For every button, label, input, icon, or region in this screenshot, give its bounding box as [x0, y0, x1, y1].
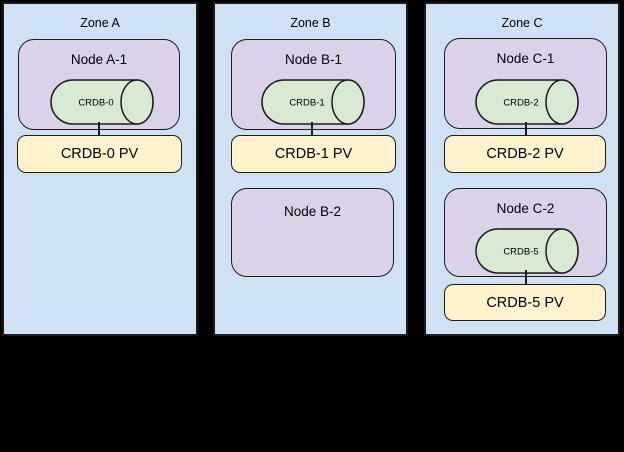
zone-b: Zone B Node B-1 CRDB-1 CRDB-1 PV Node B-…: [213, 2, 408, 336]
crdb-1-database-cylinder: CRDB-1: [261, 79, 365, 125]
node-c-2-pv-connector-line: [525, 270, 527, 286]
node-c-1-pv-connector-line: [525, 122, 527, 137]
node-b-1: Node B-1 CRDB-1: [231, 39, 396, 130]
node-b-1-pv-connector-line: [311, 122, 313, 137]
zone-a-title: Zone A: [80, 16, 120, 30]
node-c-1: Node C-1 CRDB-2: [444, 38, 607, 129]
crdb-5-pv: CRDB-5 PV: [444, 284, 606, 321]
crdb-0-pv-label: CRDB-0 PV: [60, 146, 139, 162]
zone-c-title: Zone C: [501, 16, 543, 30]
crdb-5-database-cylinder: CRDB-5: [475, 228, 579, 274]
node-c-2: Node C-2 CRDB-5: [444, 188, 607, 277]
node-a-1: Node A-1 CRDB-0: [18, 39, 180, 130]
crdb-0-label: CRDB-0: [78, 98, 113, 109]
crdb-5-label: CRDB-5: [503, 247, 538, 258]
crdb-2-pv-label: CRDB-2 PV: [486, 146, 564, 162]
crdb-5-pv-label: CRDB-5 PV: [486, 294, 564, 311]
node-a-1-title: Node A-1: [70, 52, 128, 67]
crdb-1-label: CRDB-1: [289, 98, 324, 109]
node-b-2-title: Node B-2: [283, 204, 342, 219]
crdb-0-pv: CRDB-0 PV: [17, 135, 182, 173]
zone-a: Zone A Node A-1 CRDB-0 CRDB-0 PV: [2, 2, 198, 336]
crdb-2-label: CRDB-2: [503, 98, 538, 109]
crdb-1-pv: CRDB-1 PV: [231, 135, 396, 173]
zone-c: Zone C Node C-1 CRDB-2 CRDB-2 PV Node C-…: [424, 2, 620, 336]
zone-b-title: Zone B: [290, 16, 331, 30]
node-c-1-title: Node C-1: [496, 51, 555, 66]
crdb-1-pv-label: CRDB-1 PV: [274, 146, 353, 162]
crdb-0-database-cylinder: CRDB-0: [50, 79, 154, 125]
node-b-1-title: Node B-1: [284, 52, 343, 67]
crdb-2-database-cylinder: CRDB-2: [475, 79, 579, 125]
crdb-2-pv: CRDB-2 PV: [444, 135, 606, 173]
node-c-2-title: Node C-2: [496, 201, 555, 216]
node-b-2: Node B-2: [231, 188, 394, 277]
node-a-1-pv-connector-line: [98, 122, 100, 137]
